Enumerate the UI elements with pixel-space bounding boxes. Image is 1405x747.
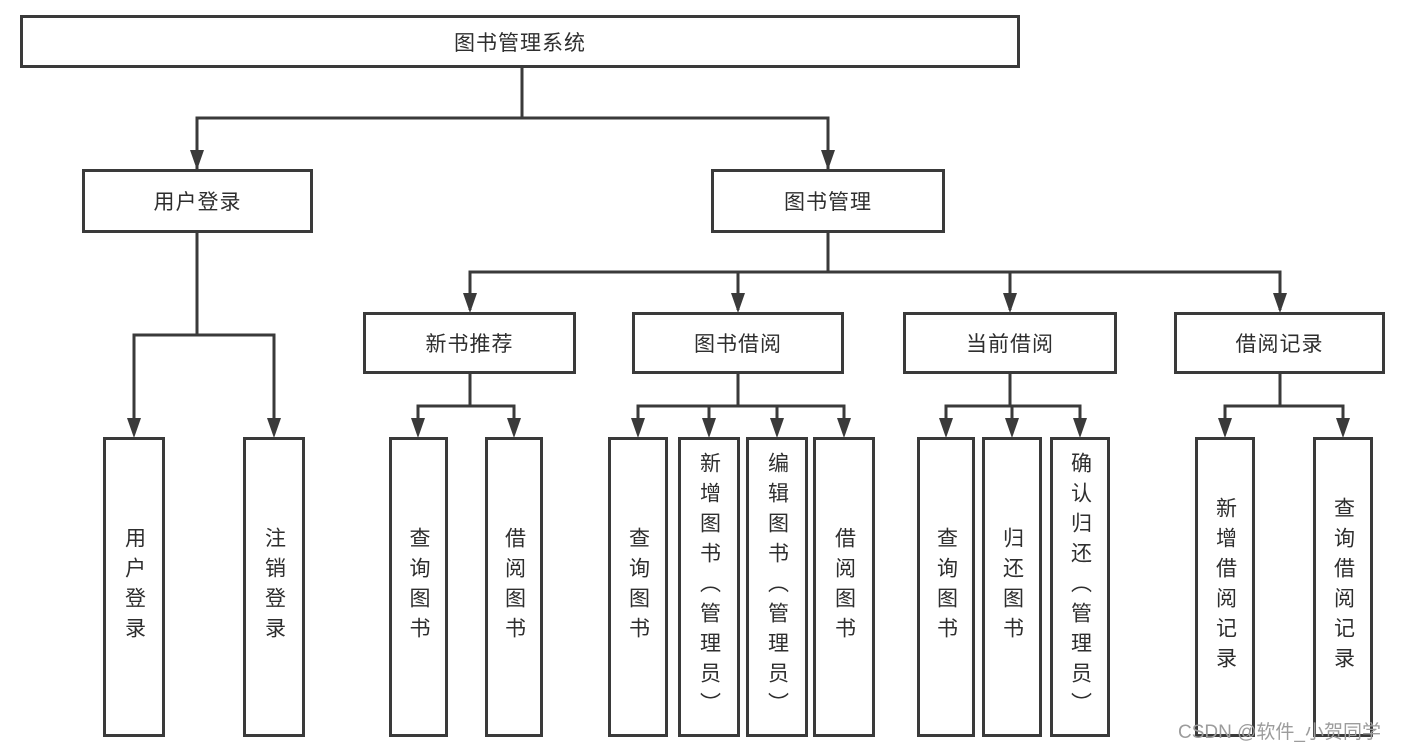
arrowhead-leaf-query-books-1	[411, 418, 425, 438]
node-borrowing-records-label: 借阅记录	[1235, 333, 1324, 356]
connector-book-management-to-level3	[468, 232, 1282, 310]
arrowhead-borrowing-records	[1273, 293, 1287, 313]
arrowhead-current-borrowing	[1003, 293, 1017, 313]
leaf-add-borrow-record: 新增借阅记录	[1195, 437, 1255, 737]
connector-root-to-level2	[195, 66, 830, 170]
node-new-book-recommend: 新书推荐	[363, 312, 576, 374]
arrowhead-leaf-edit-book	[770, 418, 784, 438]
arrowhead-leaf-borrow-books-1	[507, 418, 521, 438]
leaf-query-books-3-label: 查询图书	[934, 527, 958, 647]
arrowhead-leaf-query-borrow-record	[1336, 418, 1350, 438]
leaf-confirm-return-admin-label: 确认归还（管理员）	[1068, 452, 1092, 722]
leaf-user-login-label: 用户登录	[122, 527, 146, 647]
leaf-borrow-books-1-label: 借阅图书	[502, 527, 526, 647]
csdn-watermark: CSDN @软件_小贺同学	[1178, 722, 1381, 743]
arrowhead-book-management	[821, 150, 835, 170]
leaf-confirm-return-admin: 确认归还（管理员）	[1050, 437, 1110, 737]
leaf-query-books-3: 查询图书	[917, 437, 975, 737]
arrowhead-leaf-logout	[267, 418, 281, 438]
leaf-query-borrow-record: 查询借阅记录	[1313, 437, 1373, 737]
leaf-return-books: 归还图书	[982, 437, 1042, 737]
node-new-book-recommend-label: 新书推荐	[425, 333, 514, 356]
leaf-add-book-admin: 新增图书（管理员）	[678, 437, 740, 737]
leaf-borrow-books-1: 借阅图书	[485, 437, 543, 737]
connector-book-borrowing-to-leaves	[636, 373, 846, 434]
node-book-borrowing-label: 图书借阅	[694, 333, 782, 356]
leaf-user-login: 用户登录	[103, 437, 165, 737]
leaf-query-books-2-label: 查询图书	[626, 527, 650, 647]
leaf-add-borrow-record-label: 新增借阅记录	[1213, 497, 1237, 677]
leaf-query-borrow-record-label: 查询借阅记录	[1331, 497, 1355, 677]
leaf-logout: 注销登录	[243, 437, 305, 737]
node-root: 图书管理系统	[20, 15, 1020, 68]
leaf-query-books-1: 查询图书	[389, 437, 448, 737]
arrowhead-leaf-add-borrow-record	[1218, 418, 1232, 438]
connector-new-book-recommend-to-leaves	[416, 373, 516, 434]
leaf-query-books-1-label: 查询图书	[407, 527, 430, 647]
leaf-borrow-books-2-label: 借阅图书	[832, 527, 856, 647]
arrowhead-leaf-query-books-3	[939, 418, 953, 438]
arrowhead-leaf-user-login	[127, 418, 141, 438]
arrowhead-leaf-add-book	[702, 418, 716, 438]
leaf-logout-label: 注销登录	[262, 527, 286, 647]
node-book-borrowing: 图书借阅	[632, 312, 844, 374]
arrowhead-new-book-recommend	[463, 293, 477, 313]
arrowhead-leaf-borrow-books-2	[837, 418, 851, 438]
arrowhead-leaf-query-books-2	[631, 418, 645, 438]
arrowhead-leaf-confirm-return	[1073, 418, 1087, 438]
node-borrowing-records: 借阅记录	[1174, 312, 1385, 374]
node-user-login: 用户登录	[82, 169, 313, 233]
leaf-query-books-2: 查询图书	[608, 437, 668, 737]
leaf-borrow-books-2: 借阅图书	[813, 437, 875, 737]
leaf-return-books-label: 归还图书	[1000, 527, 1024, 647]
leaf-edit-book-admin: 编辑图书（管理员）	[746, 437, 808, 737]
node-book-management: 图书管理	[711, 169, 945, 233]
node-current-borrowing: 当前借阅	[903, 312, 1117, 374]
leaf-edit-book-admin-label: 编辑图书（管理员）	[765, 452, 789, 722]
node-current-borrowing-label: 当前借阅	[966, 333, 1054, 356]
node-user-login-label: 用户登录	[153, 191, 242, 214]
arrowhead-book-borrowing	[731, 293, 745, 313]
connector-borrowing-records-to-leaves	[1223, 373, 1345, 434]
node-root-label: 图书管理系统	[454, 31, 586, 55]
node-book-management-label: 图书管理	[784, 191, 872, 214]
connector-user-login-to-leaves	[132, 232, 276, 434]
arrowhead-user-login	[190, 150, 204, 170]
leaf-add-book-admin-label: 新增图书（管理员）	[697, 452, 721, 722]
arrowhead-leaf-return-books	[1005, 418, 1019, 438]
